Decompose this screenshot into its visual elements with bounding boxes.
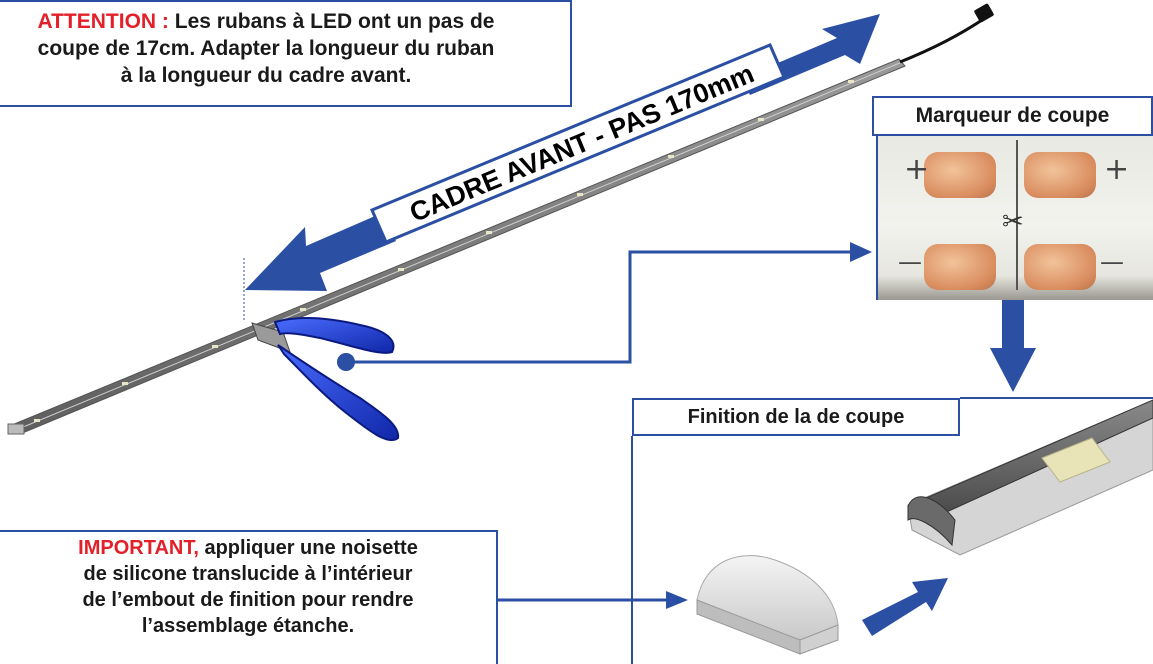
important-line3: de l’embout de finition pour rendre [82,589,414,611]
marker-title: Marqueur de coupe [872,96,1153,136]
important-label: IMPORTANT, [78,537,199,559]
strip-label-box [370,43,786,244]
marker-minus-left: — [898,248,922,276]
cut-marker-photo: ✂ + + — — [876,136,1153,300]
marker-plus-left: + [904,152,930,187]
finition-title: Finition de la de coupe [632,398,960,436]
callout-line-important [498,591,688,609]
important-line1: appliquer une noisette [198,537,418,559]
important-note: IMPORTANT, appliquer une noisette de sil… [0,530,498,664]
callout-line-pliers [337,242,872,371]
attention-line3: à la longueur du cadre avant. [120,64,412,87]
down-arrow [990,300,1036,392]
led-strip-icon [7,58,906,435]
scissors-icon: ✂ [1002,206,1024,236]
attention-line2: coupe de 17cm. Adapter la longueur du ru… [37,37,495,60]
important-line2: de silicone translucide à l’intérieur [83,563,413,585]
connector-icon [899,3,994,64]
marker-minus-right: — [1100,248,1124,276]
important-line4: l’assemblage étanche. [141,615,355,637]
end-cap-icon [696,555,839,655]
attention-line1: Les rubans à LED ont un pas de [168,10,495,33]
profile-icon [907,399,1153,556]
attention-note: ATTENTION : Les rubans à LED ont un pas … [0,0,572,107]
plier-icon [251,317,400,442]
attention-label: ATTENTION : [37,10,169,33]
assembly-arrow [862,578,948,636]
marker-plus-right: + [1104,152,1130,187]
